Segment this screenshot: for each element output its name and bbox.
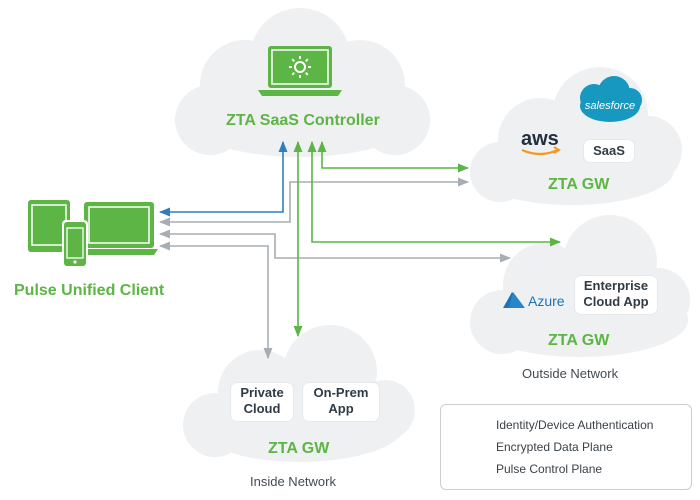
salesforce-logo: salesforce [580, 76, 642, 122]
private-cloud-line2: Cloud [243, 401, 281, 416]
legend-auth-label: Identity/Device Authentication [496, 418, 654, 432]
data-connector-inside [158, 241, 273, 360]
azure-label: Azure [528, 293, 565, 309]
legend-control-label: Pulse Control Plane [496, 462, 603, 476]
saas-gw-title: ZTA GW [548, 176, 610, 193]
svg-text:salesforce: salesforce [585, 100, 635, 112]
data-connector-enterprise [158, 229, 512, 263]
svg-text:aws: aws [521, 128, 559, 150]
client-title: Pulse Unified Client [14, 282, 165, 299]
inside-gw-title: ZTA GW [268, 440, 330, 457]
private-cloud-line1: Private [240, 385, 284, 400]
saas-card: SaaS [584, 140, 634, 162]
enterprise-gw-title: ZTA GW [548, 332, 610, 349]
aws-logo: aws [521, 128, 561, 156]
azure-logo [503, 292, 525, 308]
enterprise-card-line2: Cloud App [583, 294, 649, 309]
enterprise-card: Enterprise Cloud App [575, 276, 657, 314]
private-cloud-card: Private Cloud [231, 383, 293, 421]
control-connector-enterprise [307, 140, 562, 247]
controller-title: ZTA SaaS Controller [226, 112, 380, 129]
onprem-app-line1: On-Prem [313, 385, 369, 400]
onprem-app-card: On-Prem App [303, 383, 379, 421]
onprem-app-line2: App [328, 401, 354, 416]
data-connector-saas [158, 177, 470, 227]
controller-laptop-icon [258, 46, 342, 96]
legend-data-label: Encrypted Data Plane [496, 440, 613, 454]
legend [440, 404, 692, 490]
control-connector-saas [317, 140, 470, 173]
client-devices-icon [28, 200, 158, 268]
enterprise-card-line1: Enterprise [583, 278, 649, 293]
outside-network-caption: Outside Network [522, 366, 619, 381]
inside-network-caption: Inside Network [250, 474, 336, 489]
